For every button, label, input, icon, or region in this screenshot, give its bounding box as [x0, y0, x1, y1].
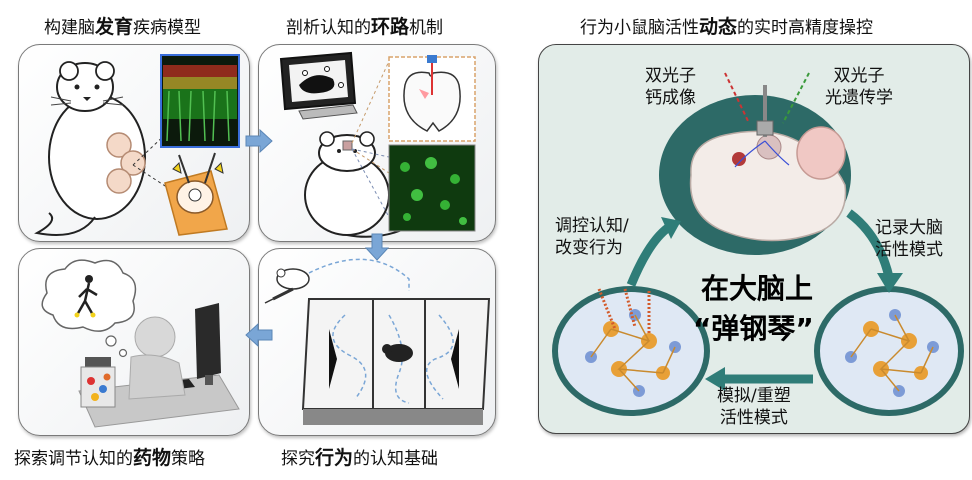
label-record-activity: 记录大脑 活性模式	[875, 218, 943, 260]
center-title-line2: “弹钢琴”	[693, 312, 814, 345]
label-control-cognition: 调控认知/ 改变行为	[555, 216, 629, 258]
flow-arrow-left	[245, 322, 273, 348]
caption-drug-strategy: 探索调节认知的药物策略	[14, 447, 206, 469]
panel-disease-model	[18, 44, 250, 242]
caption-disease-model: 构建脑发育疾病模型	[44, 16, 202, 38]
caption-realtime-control: 行为小鼠脑活性动态的实时高精度操控	[580, 16, 874, 38]
circuit-illustration	[279, 51, 476, 238]
panel-behavior-basis	[258, 248, 496, 436]
center-title-line1: 在大脑上	[701, 272, 814, 305]
label-optogenetics: 双光子 光遗传学	[825, 66, 893, 108]
label-simulate-activity: 模拟/重塑 活性模式	[717, 386, 791, 428]
drug-illustration	[41, 259, 240, 428]
panel-circuit-mechanism	[258, 44, 496, 242]
panel-realtime-control: 双光子 钙成像 双光子 光遗传学 调控认知/ 改变行为 记录大脑 活性模式 模拟…	[538, 44, 970, 434]
caption-circuit-mechanism: 剖析认知的环路机制	[286, 16, 444, 38]
mouse-model-illustration	[34, 54, 240, 236]
caption-behavior-basis: 探究行为的认知基础	[281, 447, 439, 469]
flow-arrow-right	[245, 128, 273, 154]
flow-arrow-down	[364, 233, 390, 261]
label-calcium-imaging: 双光子 钙成像	[645, 66, 696, 108]
brain-control-cycle	[552, 72, 964, 416]
panel-drug-strategy	[18, 248, 250, 436]
maze-illustration	[264, 258, 491, 425]
